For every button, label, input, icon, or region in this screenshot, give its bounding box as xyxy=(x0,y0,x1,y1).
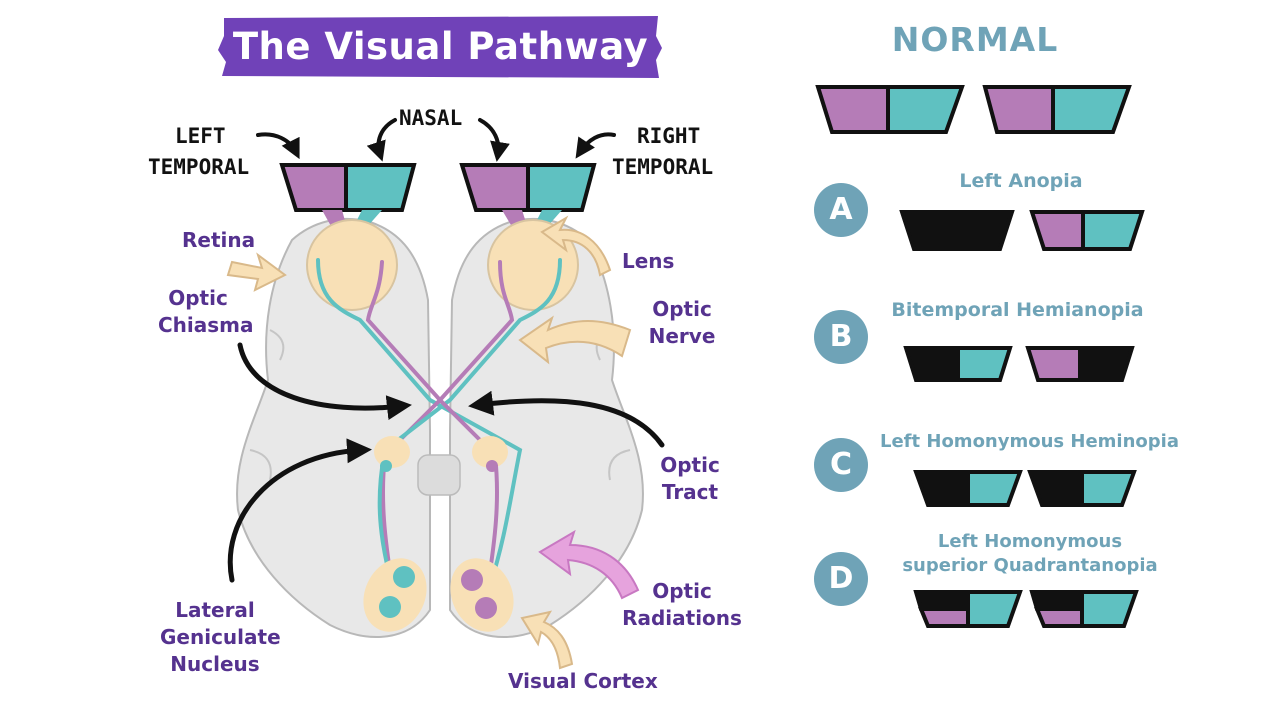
page-title: The Visual Pathway xyxy=(232,25,649,68)
defect-c-label: Left Homonymous Heminopia xyxy=(880,431,1179,452)
visual-cortex-label: Visual Cortex xyxy=(508,669,658,693)
normal-fields xyxy=(815,85,1132,134)
title-banner: The Visual Pathway xyxy=(218,14,663,80)
badge-c: C xyxy=(814,438,868,492)
banner-background xyxy=(218,16,662,78)
pointer-arrows xyxy=(227,118,665,583)
brain-illustration xyxy=(236,217,644,638)
right-temporal-label-2: TEMPORAL xyxy=(612,155,714,179)
badge-a: A xyxy=(814,183,868,237)
retina-label: Retina xyxy=(182,228,256,252)
lens-label: Lens xyxy=(622,249,675,273)
fields-c xyxy=(913,470,1137,507)
nasal-label: NASAL xyxy=(399,106,463,130)
defect-a-label: Left Anopia xyxy=(959,170,1083,192)
highlight-arrows xyxy=(226,215,640,670)
fields-d xyxy=(913,590,1139,628)
right-temporal-label: RIGHT xyxy=(637,124,701,148)
defect-b-label: Bitemporal Hemianopia xyxy=(891,299,1144,321)
left-temporal-label-2: TEMPORAL xyxy=(148,155,250,179)
geniculate-and-cortex xyxy=(363,436,514,632)
left-eye-visual-field xyxy=(279,163,417,212)
badge-b: B xyxy=(814,310,868,364)
fields-b xyxy=(903,346,1135,382)
eyes xyxy=(306,219,579,311)
fields-a xyxy=(899,210,1145,251)
defect-fields xyxy=(815,85,1145,628)
normal-heading: NORMAL xyxy=(891,20,1059,59)
badge-d: D xyxy=(814,552,868,606)
left-temporal-label: LEFT xyxy=(175,124,226,148)
right-eye-visual-field xyxy=(459,163,597,212)
